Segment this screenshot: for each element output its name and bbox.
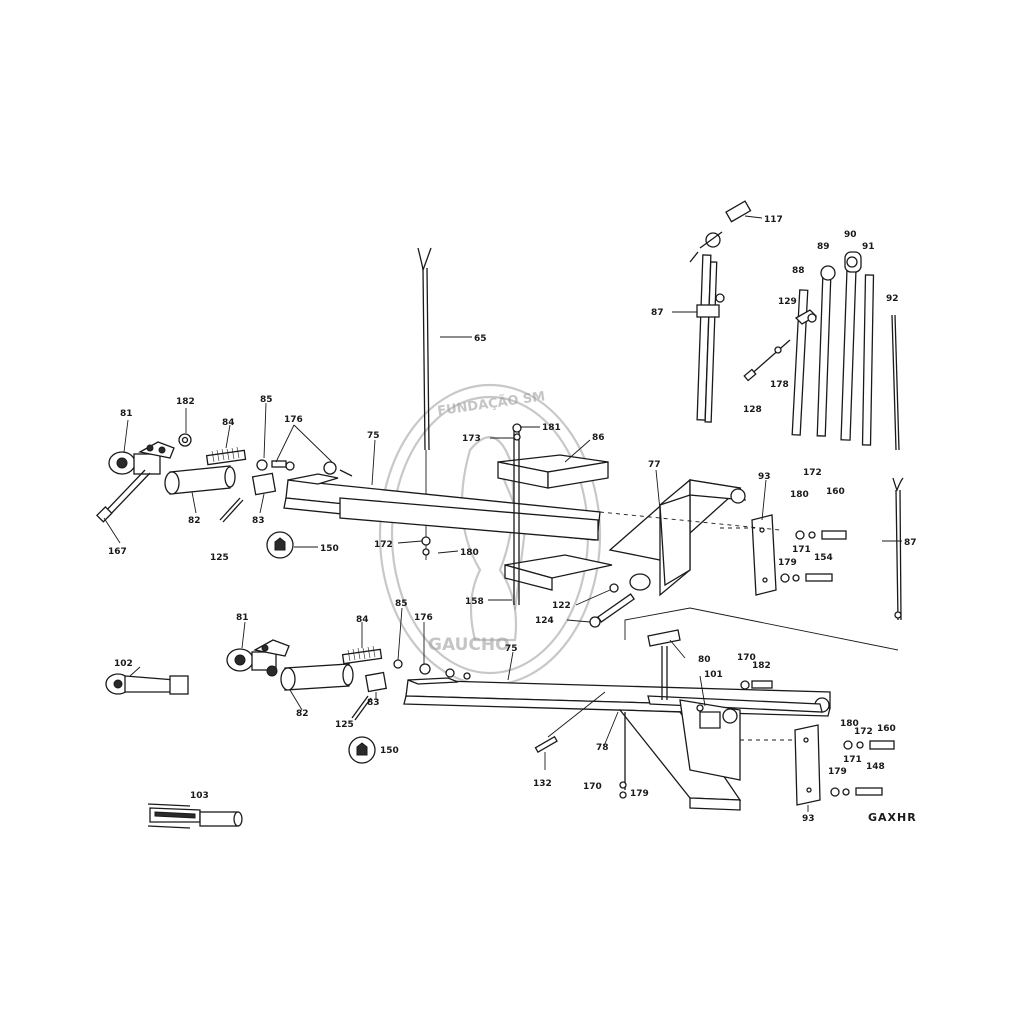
label-182-lower: 182 — [752, 661, 771, 671]
part-labels: 117 90 89 91 88 92 87 129 178 128 65 81 … — [108, 215, 917, 824]
label-117: 117 — [764, 215, 783, 225]
label-172-upper-right: 172 — [803, 468, 822, 478]
label-77: 77 — [648, 460, 661, 470]
label-75-upper: 75 — [367, 431, 380, 441]
label-103: 103 — [190, 791, 209, 801]
leader-lines — [103, 215, 902, 812]
label-81-lower: 81 — [236, 613, 249, 623]
label-101: 101 — [704, 670, 723, 680]
label-181: 181 — [542, 423, 561, 433]
lever-plates-88-92 — [743, 251, 900, 451]
part-150-lower — [348, 736, 376, 764]
label-176-lower: 176 — [414, 613, 433, 623]
label-89: 89 — [817, 242, 830, 252]
label-124: 124 — [535, 616, 554, 626]
label-173: 173 — [462, 434, 481, 444]
label-87-right: 87 — [904, 538, 917, 548]
label-171-lower: 171 — [843, 755, 862, 765]
label-172-mid: 172 — [374, 540, 393, 550]
label-182-upper: 182 — [176, 397, 195, 407]
label-150-lower: 150 — [380, 746, 399, 756]
rod-65 — [417, 247, 432, 560]
label-128: 128 — [743, 405, 762, 415]
label-93-upper: 93 — [758, 472, 771, 482]
drawing-code: GAXHR — [868, 811, 917, 824]
rod-87-right — [624, 477, 904, 651]
label-179-upper: 179 — [778, 558, 797, 568]
label-102: 102 — [114, 659, 133, 669]
label-179-bottom: 179 — [630, 789, 649, 799]
label-86: 86 — [592, 433, 605, 443]
label-91: 91 — [862, 242, 875, 252]
label-180-upper-right: 180 — [790, 490, 809, 500]
label-90: 90 — [844, 230, 857, 240]
part-102-ball-end — [105, 673, 189, 695]
label-158: 158 — [465, 597, 484, 607]
label-154: 154 — [814, 553, 833, 563]
label-167: 167 — [108, 547, 127, 557]
label-83-upper: 83 — [252, 516, 265, 526]
label-82-lower: 82 — [296, 709, 309, 719]
label-171-upper: 171 — [792, 545, 811, 555]
label-80: 80 — [698, 655, 711, 665]
label-170-lower-top: 170 — [737, 653, 756, 663]
label-78: 78 — [596, 743, 609, 753]
label-84-lower: 84 — [356, 615, 369, 625]
label-88: 88 — [792, 266, 805, 276]
label-176-upper: 176 — [284, 415, 303, 425]
label-172-lower: 172 — [854, 727, 873, 737]
label-85-upper: 85 — [260, 395, 273, 405]
label-179-lower: 179 — [828, 767, 847, 777]
handle-assembly-87 — [689, 200, 752, 423]
label-178: 178 — [770, 380, 789, 390]
label-160-lower: 160 — [877, 724, 896, 734]
lower-link-assembly — [226, 629, 895, 811]
label-65: 65 — [474, 334, 487, 344]
label-81-upper: 81 — [120, 409, 133, 419]
label-160-upper: 160 — [826, 487, 845, 497]
part-150-upper — [266, 531, 294, 559]
upper-link-assembly — [96, 423, 847, 628]
label-150-upper: 150 — [320, 544, 339, 554]
label-170-lower: 170 — [583, 782, 602, 792]
label-87-top: 87 — [651, 308, 664, 318]
part-103-fork-end — [147, 803, 243, 829]
label-132: 132 — [533, 779, 552, 789]
label-83-lower: 83 — [367, 698, 380, 708]
label-75-lower: 75 — [505, 644, 518, 654]
label-129: 129 — [778, 297, 797, 307]
label-122: 122 — [552, 601, 571, 611]
label-92: 92 — [886, 294, 899, 304]
watermark-bottom-text: GAUCHO — [428, 635, 510, 655]
label-125-lower: 125 — [335, 720, 354, 730]
label-93-lower: 93 — [802, 814, 815, 824]
label-84-upper: 84 — [222, 418, 235, 428]
label-148: 148 — [866, 762, 885, 772]
label-125-upper: 125 — [210, 553, 229, 563]
label-180-mid: 180 — [460, 548, 479, 558]
label-180-lower: 180 — [840, 719, 859, 729]
label-82-upper: 82 — [188, 516, 201, 526]
label-85-lower: 85 — [395, 599, 408, 609]
